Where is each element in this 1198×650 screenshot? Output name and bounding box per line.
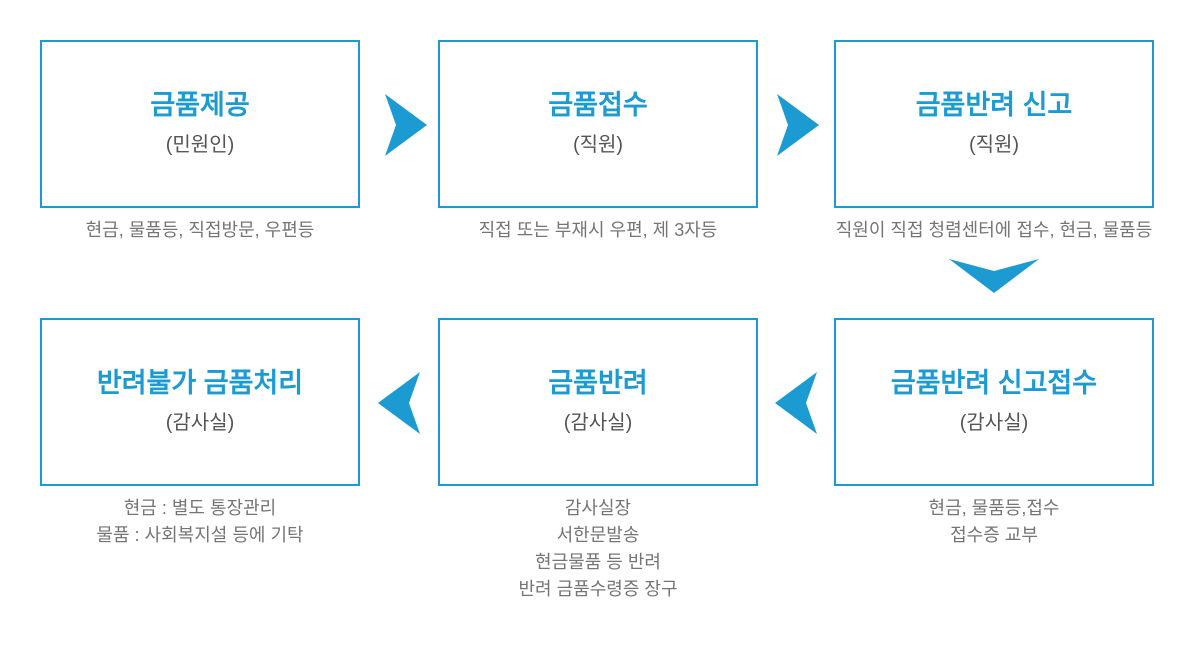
flow-box-caption: 감사실장 서한문발송 현금물품 등 반려 반려 금품수령증 장구 <box>438 495 758 603</box>
flow-box-actor: (감사실) <box>959 411 1029 434</box>
flow-box-return: 금품반려 (감사실) <box>438 318 758 486</box>
caption-line: 감사실장 <box>564 498 632 518</box>
flow-box-title: 금품반려 <box>548 368 648 399</box>
chevron-right-icon <box>385 94 427 156</box>
flow-box-receive: 금품접수 (직원) <box>438 40 758 208</box>
flow-box-actor: (감사실) <box>165 411 235 434</box>
caption-line: 현금물품 등 반려 <box>535 552 661 572</box>
chevron-left-icon <box>378 372 420 434</box>
caption-line: 물품 : 사회복지설 등에 기탁 <box>96 525 304 545</box>
flow-box-caption: 현금 : 별도 통장관리 물품 : 사회복지설 등에 기탁 <box>40 495 360 549</box>
flow-box-unreturnable-process: 반려불가 금품처리 (감사실) <box>40 318 360 486</box>
caption-line: 서한문발송 <box>556 525 640 545</box>
caption-line: 현금, 물품등,접수 <box>928 498 1060 518</box>
caption-line: 반려 금품수령증 장구 <box>518 579 678 599</box>
chevron-left-icon <box>775 372 817 434</box>
chevron-right-icon <box>777 94 819 156</box>
flow-box-provide: 금품제공 (민원인) <box>40 40 360 208</box>
caption-line: 현금 : 별도 통장관리 <box>123 498 277 518</box>
flow-box-actor: (직원) <box>968 133 1020 156</box>
caption-line: 접수증 교부 <box>950 525 1038 545</box>
flow-box-title: 금품반려 신고 <box>915 90 1073 121</box>
caption-line: 직원이 직접 청렴센터에 접수, 현금, 물품등 <box>835 220 1153 240</box>
chevron-down-icon <box>949 259 1039 293</box>
flow-box-actor: (감사실) <box>563 411 633 434</box>
flow-node-receive: 금품접수 (직원) 직접 또는 부재시 우편, 제 3자등 <box>438 40 758 244</box>
flow-node-unreturnable-process: 반려불가 금품처리 (감사실) 현금 : 별도 통장관리 물품 : 사회복지설 … <box>40 318 360 549</box>
caption-line: 직접 또는 부재시 우편, 제 3자등 <box>478 220 718 240</box>
flow-box-actor: (민원인) <box>165 133 235 156</box>
flow-box-title: 반려불가 금품처리 <box>96 368 304 399</box>
flow-box-caption: 현금, 물품등,접수 접수증 교부 <box>834 495 1154 549</box>
flow-box-caption: 현금, 물품등, 직접방문, 우편등 <box>40 217 360 244</box>
flow-box-title: 금품접수 <box>548 90 648 121</box>
flow-node-return: 금품반려 (감사실) 감사실장 서한문발송 현금물품 등 반려 반려 금품수령증… <box>438 318 758 603</box>
flow-box-title: 금품반려 신고접수 <box>890 368 1098 399</box>
flow-box-caption: 직원이 직접 청렴센터에 접수, 현금, 물품등 <box>834 217 1154 244</box>
flow-box-report: 금품반려 신고 (직원) <box>834 40 1154 208</box>
flow-box-actor: (직원) <box>572 133 624 156</box>
flow-node-provide: 금품제공 (민원인) 현금, 물품등, 직접방문, 우편등 <box>40 40 360 244</box>
caption-line: 현금, 물품등, 직접방문, 우편등 <box>85 220 315 240</box>
flow-node-report: 금품반려 신고 (직원) 직원이 직접 청렴센터에 접수, 현금, 물품등 <box>834 40 1154 244</box>
flow-box-caption: 직접 또는 부재시 우편, 제 3자등 <box>438 217 758 244</box>
flow-node-report-receive: 금품반려 신고접수 (감사실) 현금, 물품등,접수 접수증 교부 <box>834 318 1154 549</box>
flow-box-report-receive: 금품반려 신고접수 (감사실) <box>834 318 1154 486</box>
flow-box-title: 금품제공 <box>150 90 250 121</box>
